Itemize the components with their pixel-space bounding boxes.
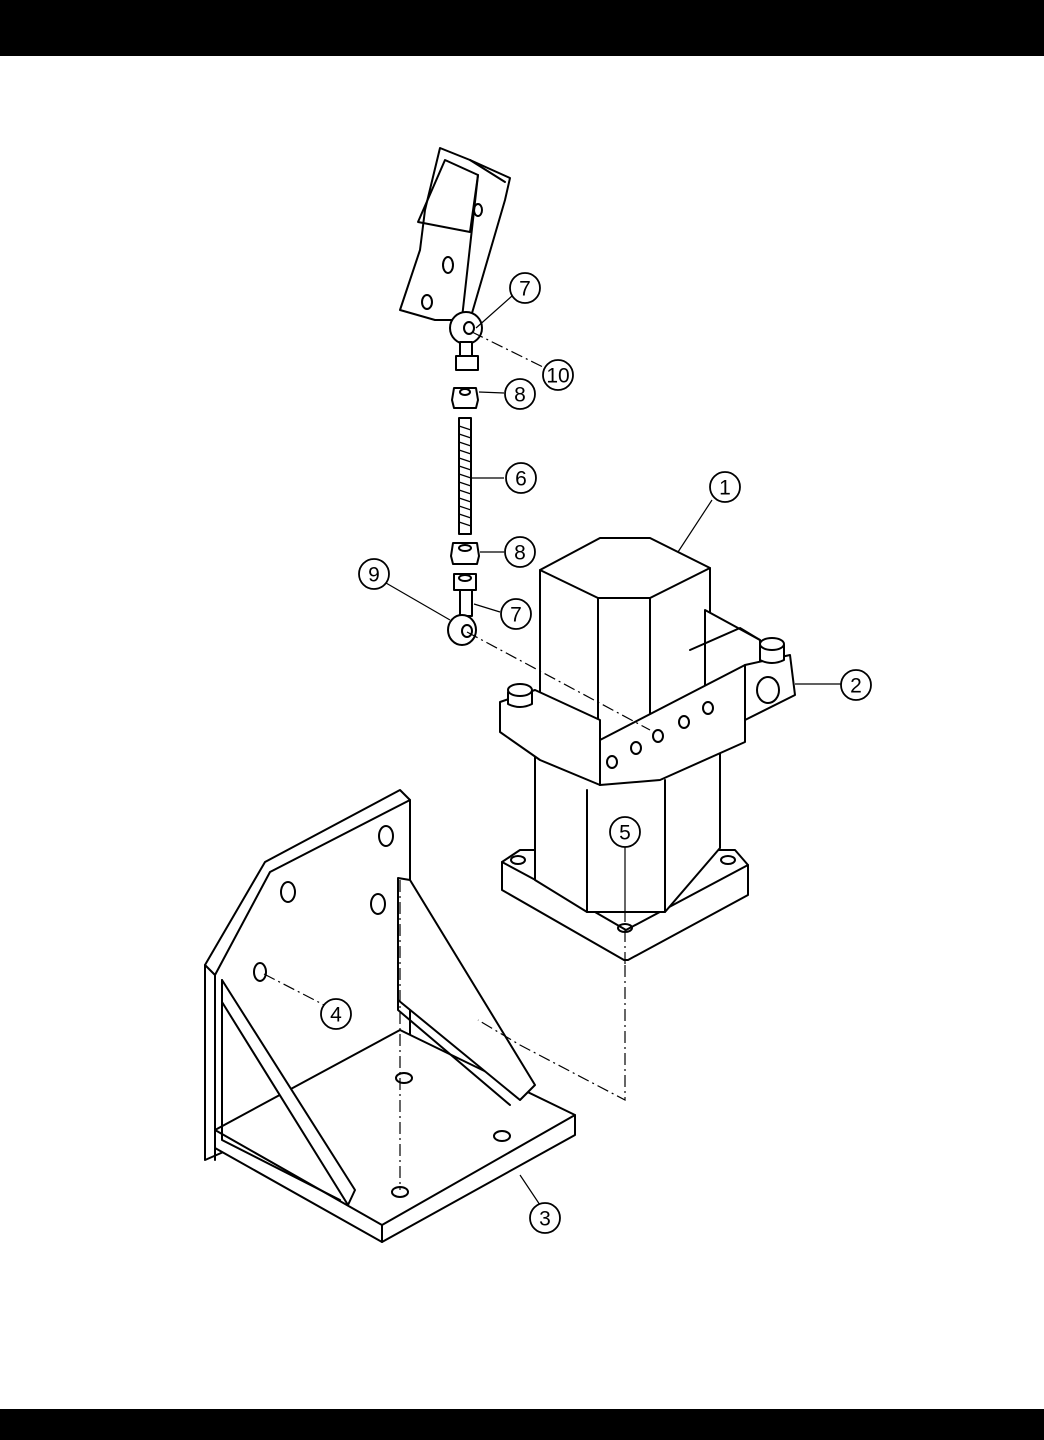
lower-nut [451,543,479,564]
callout-7-lower: 7 [501,599,531,629]
callout-5: 5 [610,817,640,847]
callout-4-label: 4 [330,1004,342,1027]
callout-7-lower-label: 7 [510,604,522,627]
callout-3: 3 [530,1203,560,1233]
callout-8-lower-label: 8 [514,542,526,565]
callout-1-label: 1 [719,477,731,500]
callout-9: 9 [359,559,389,589]
callout-5-label: 5 [619,822,631,845]
upper-rod-end [450,312,482,370]
callout-4: 4 [321,999,351,1029]
callout-10-label: 10 [546,365,569,388]
callout-10: 10 [543,360,573,390]
callout-8-upper-label: 8 [514,384,526,407]
callout-6-label: 6 [515,468,527,491]
upper-bracket [400,148,510,320]
callout-1: 1 [710,472,740,502]
callout-9-label: 9 [368,564,380,587]
callout-2: 2 [841,670,871,700]
callout-7-upper-label: 7 [519,278,531,301]
callout-7-upper: 7 [510,273,540,303]
callout-6: 6 [506,463,536,493]
threaded-rod [459,418,471,534]
callout-8-upper: 8 [505,379,535,409]
callout-8-lower: 8 [505,537,535,567]
callout-2-label: 2 [850,675,862,698]
upper-nut [452,388,478,408]
callout-3-label: 3 [539,1208,551,1231]
